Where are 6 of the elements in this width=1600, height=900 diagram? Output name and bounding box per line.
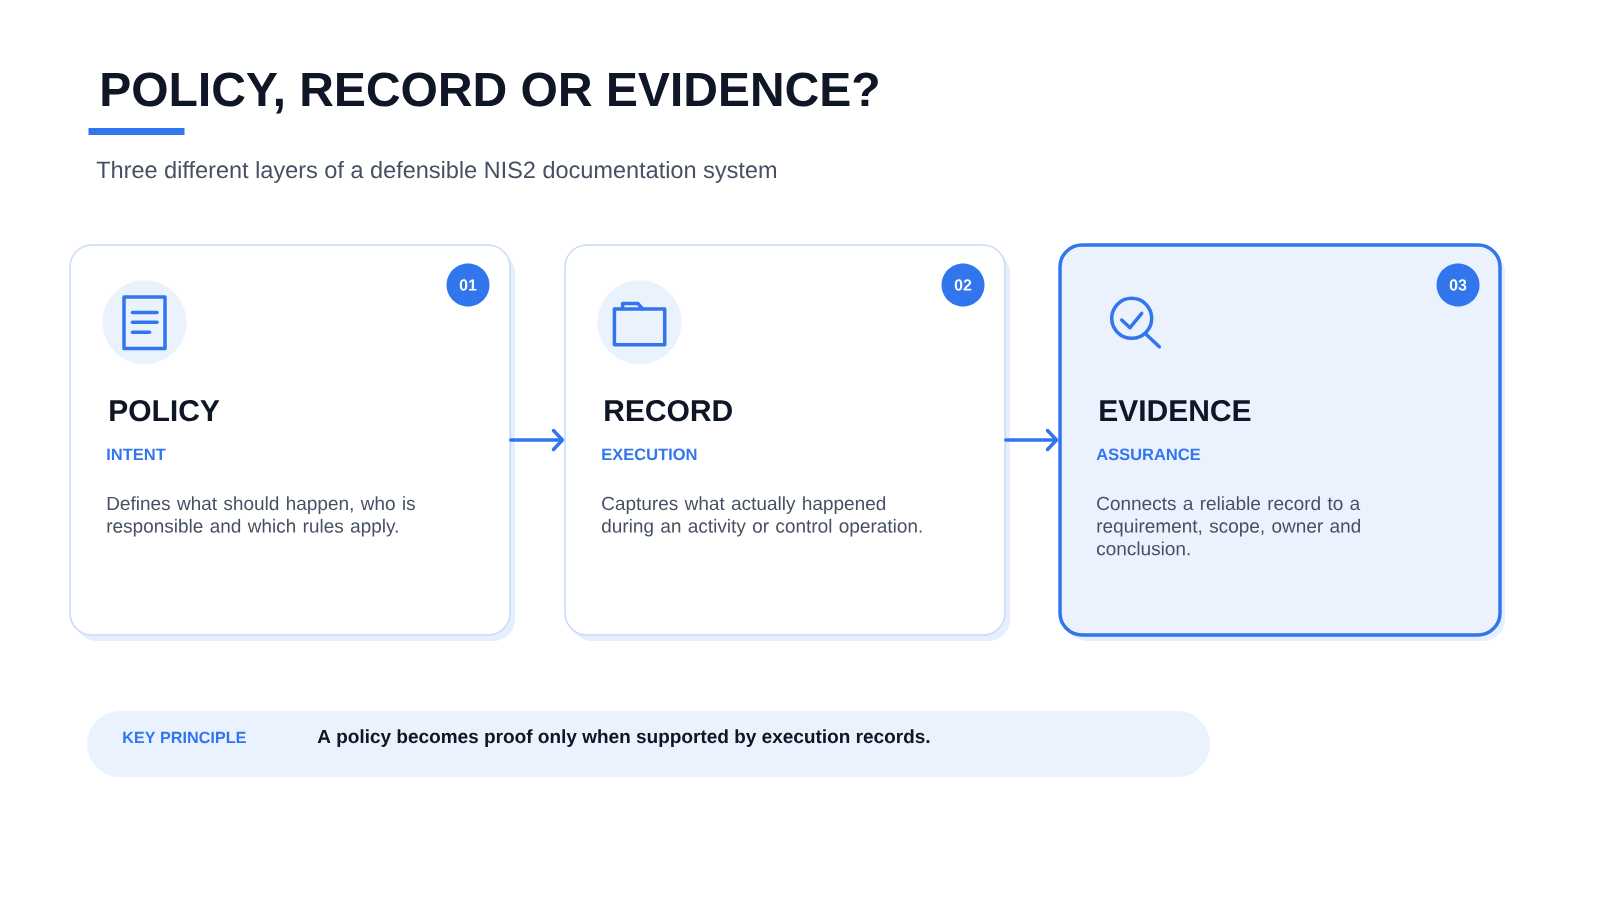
arrow [509, 428, 565, 452]
title: POLICY, RECORD OR EVIDENCE? [102, 72, 878, 114]
subtitle: Three different layers of a defensible NIS2 documentation system [96, 161, 776, 183]
band-label: KEY PRINCIPLE [123, 731, 246, 744]
principle-text: A policy becomes proof only when supported by execution records. [317, 729, 930, 747]
arrow [1004, 428, 1059, 452]
